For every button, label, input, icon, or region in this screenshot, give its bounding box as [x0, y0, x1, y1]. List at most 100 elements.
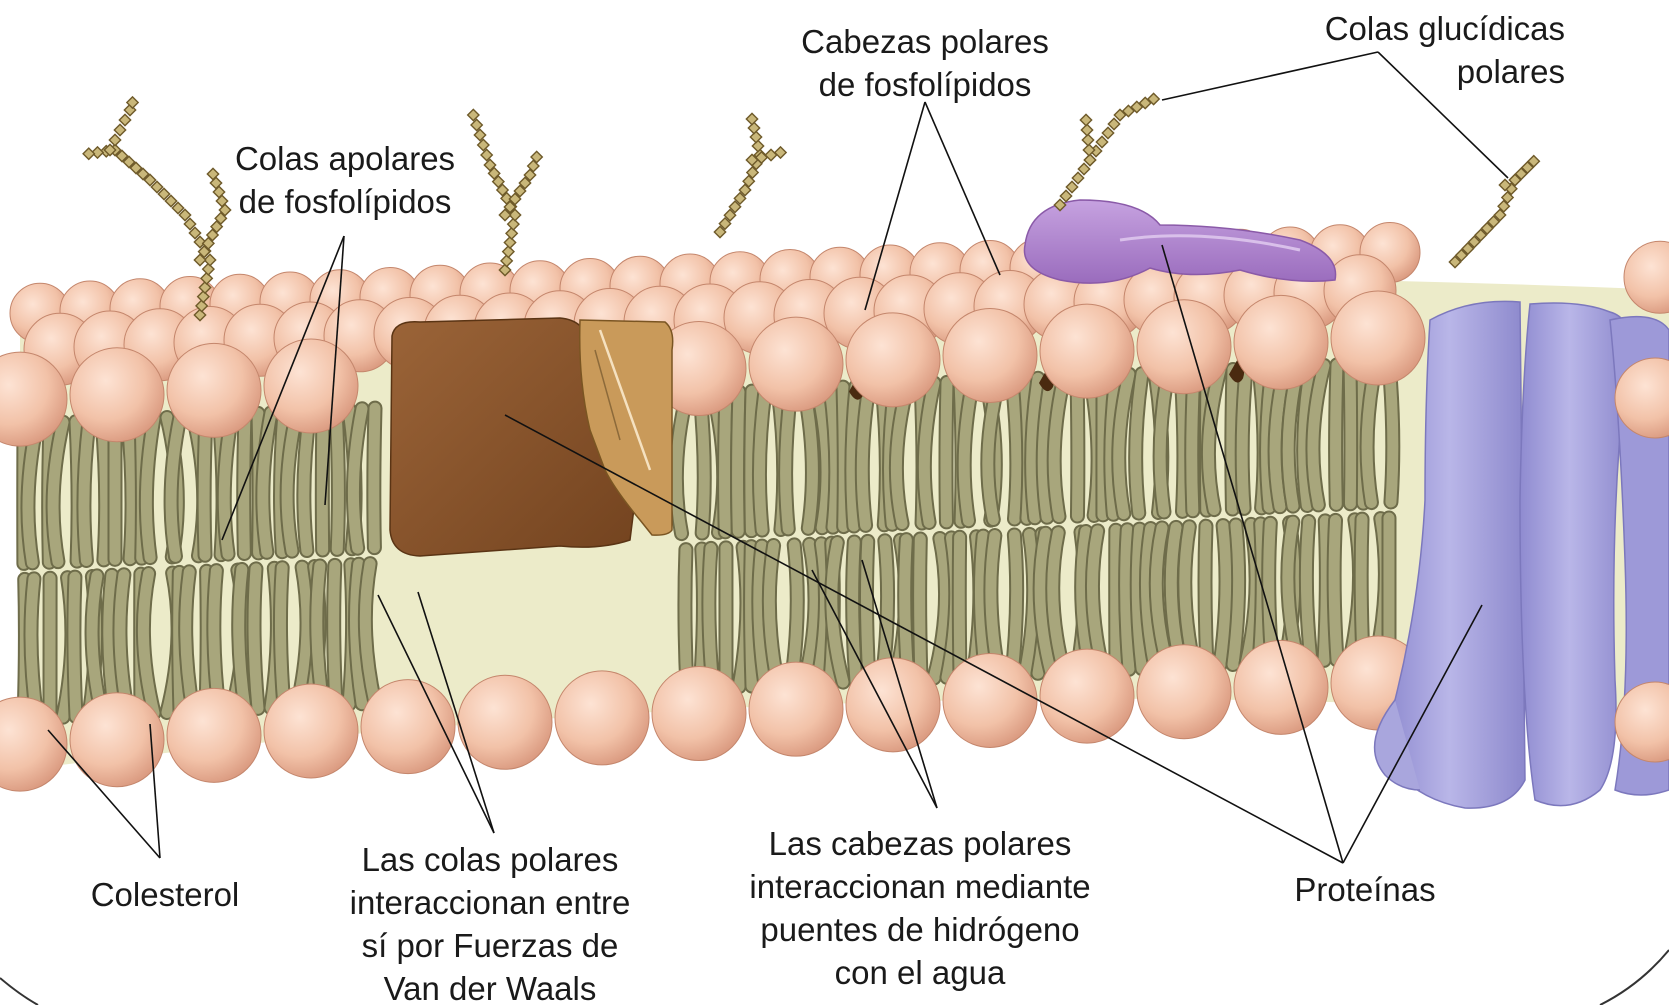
- sugar-unit: [1080, 114, 1091, 125]
- lipid-tail: [1136, 374, 1142, 514]
- phospholipid-head: [749, 662, 843, 756]
- phospholipid-head: [1234, 295, 1328, 389]
- sugar-unit: [1102, 127, 1113, 138]
- sugar-unit: [468, 109, 479, 120]
- phospholipid-head: [1234, 640, 1328, 734]
- lipid-tail: [102, 420, 106, 559]
- phospholipid-head: [361, 680, 455, 774]
- frame-curve-right: [1600, 950, 1669, 1005]
- lipid-tail: [1306, 522, 1311, 662]
- lipid-tail: [1242, 369, 1246, 509]
- lipid-tail: [830, 388, 836, 528]
- label-colesterol: Colesterol: [70, 873, 260, 916]
- lipid-tail: [959, 537, 960, 677]
- label-proteinas: Proteínas: [1265, 868, 1465, 911]
- sugar-unit: [1060, 190, 1071, 201]
- lipid-tail: [1324, 521, 1326, 661]
- sugar-unit: [1082, 134, 1093, 145]
- sugar-unit: [1066, 181, 1077, 192]
- phospholipid-head: [652, 667, 746, 761]
- lipid-tail: [1012, 379, 1017, 519]
- lipid-tail: [738, 392, 739, 532]
- sugar-unit: [471, 119, 482, 130]
- sugar-unit: [119, 114, 130, 125]
- lipid-tail: [336, 410, 338, 550]
- sugar-unit: [504, 237, 515, 248]
- sugar-unit: [203, 264, 214, 275]
- lipid-tail: [1233, 525, 1239, 665]
- lipid-tail: [1336, 365, 1337, 505]
- sugar-unit: [748, 122, 759, 133]
- sugar-unit: [765, 149, 776, 160]
- sugar-unit: [501, 255, 512, 266]
- sugar-unit: [114, 124, 125, 135]
- phospholipid-head: [943, 308, 1037, 402]
- sugar-unit: [503, 246, 514, 257]
- sugar-unit: [752, 140, 763, 151]
- phospholipid-head: [846, 313, 940, 407]
- phospholipid-head: [1137, 300, 1231, 394]
- label-cabezas-polares: Cabezas polares de fosfolípidos: [770, 20, 1080, 106]
- phospholipid-head: [846, 658, 940, 752]
- phospholipid-head: [264, 684, 358, 778]
- phospholipid-head: [749, 317, 843, 411]
- phospholipid-head: [264, 339, 358, 433]
- lipid-tail: [84, 421, 89, 561]
- lipid-tail: [709, 548, 713, 688]
- lipid-tail: [946, 382, 947, 522]
- lipid-tail: [853, 542, 856, 682]
- phospholipid-head: [1040, 649, 1134, 743]
- label-colas-apolares: Colas apolares de fosfolípidos: [205, 137, 485, 223]
- sugar-unit: [750, 131, 761, 142]
- lipid-tail: [843, 387, 844, 527]
- phospholipid-head: [555, 671, 649, 765]
- sugar-unit: [746, 113, 757, 124]
- sugar-unit: [1072, 172, 1083, 183]
- phospholipid-head: [70, 348, 164, 442]
- sugar-unit: [508, 219, 519, 230]
- lipid-tail: [1350, 364, 1351, 504]
- sugar-unit: [1108, 118, 1119, 129]
- lipid-tail: [905, 540, 908, 680]
- lipid-tail: [1205, 526, 1207, 666]
- lipid-tail: [862, 386, 869, 526]
- lipid-tail: [31, 579, 37, 719]
- lipid-tail: [1334, 520, 1337, 660]
- label-colas-glucidicas: Colas glucídicas polares: [1265, 7, 1565, 93]
- sugar-unit: [1081, 124, 1092, 135]
- label-cabezas-interaccion: Las cabezas polares interaccionan median…: [720, 822, 1120, 994]
- lipid-tail: [334, 565, 336, 705]
- sugar-unit: [1084, 154, 1095, 165]
- phospholipid-head: [1331, 291, 1425, 385]
- lipid-tail: [759, 391, 765, 531]
- phospholipid-head: [70, 693, 164, 787]
- lipid-tail: [374, 408, 375, 548]
- sugar-unit: [506, 228, 517, 239]
- sugar-unit: [1096, 136, 1107, 147]
- lipid-tail: [1361, 519, 1363, 659]
- sugar-unit: [109, 134, 120, 145]
- lipid-tail: [866, 541, 869, 681]
- sugar-unit: [775, 147, 786, 158]
- sugar-unit: [83, 148, 94, 159]
- integral-protein-brown: [390, 318, 673, 556]
- lipid-tail: [920, 539, 921, 679]
- lipid-tail: [74, 577, 76, 717]
- lipid-tail: [280, 568, 284, 708]
- lipid-tail: [751, 391, 752, 530]
- phospholipid-head: [167, 343, 261, 437]
- frame-curve-left: [0, 978, 38, 1005]
- peripheral-protein-violet: [1024, 200, 1335, 283]
- lipid-tail: [1012, 535, 1017, 675]
- lipid-tail: [254, 569, 258, 709]
- lipid-tail: [239, 569, 245, 709]
- phospholipid-head: [458, 675, 552, 769]
- phospholipid-head: [1137, 645, 1231, 739]
- lipid-tail: [1220, 526, 1226, 666]
- sugar-unit: [1078, 163, 1089, 174]
- lipid-tail: [1126, 530, 1129, 670]
- label-colas-interaccion: Las colas polares interaccionan entre sí…: [320, 838, 660, 1005]
- phospholipid-head: [167, 688, 261, 782]
- lipid-tail: [725, 392, 726, 532]
- phospholipid-head: [1040, 304, 1134, 398]
